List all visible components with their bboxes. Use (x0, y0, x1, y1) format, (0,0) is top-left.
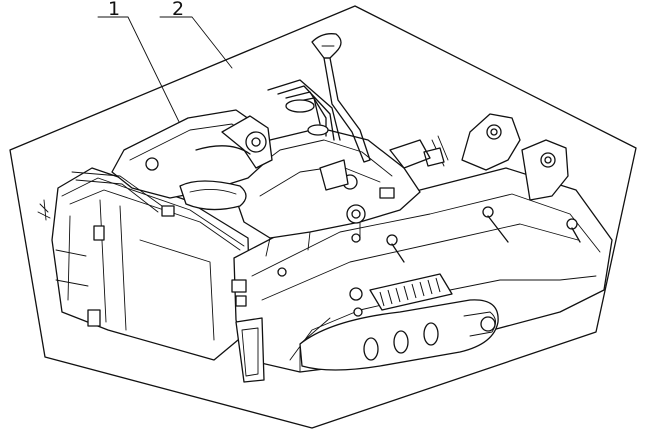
leader-line-2 (159, 16, 233, 69)
leader-line-1 (97, 16, 183, 129)
boundary-outline (9, 5, 637, 429)
cylinder-head (227, 127, 421, 257)
upper-tubes (267, 79, 341, 141)
callout-1-label: 1 (108, 0, 120, 20)
air-filter-box (37, 167, 251, 361)
dipstick (311, 33, 371, 163)
front-plate (231, 279, 265, 383)
callout-2-label: 2 (172, 0, 184, 20)
callout-leaders (97, 16, 233, 129)
carburetor (71, 109, 273, 217)
rear-bracket (389, 113, 569, 201)
engine-assembly (37, 33, 613, 383)
